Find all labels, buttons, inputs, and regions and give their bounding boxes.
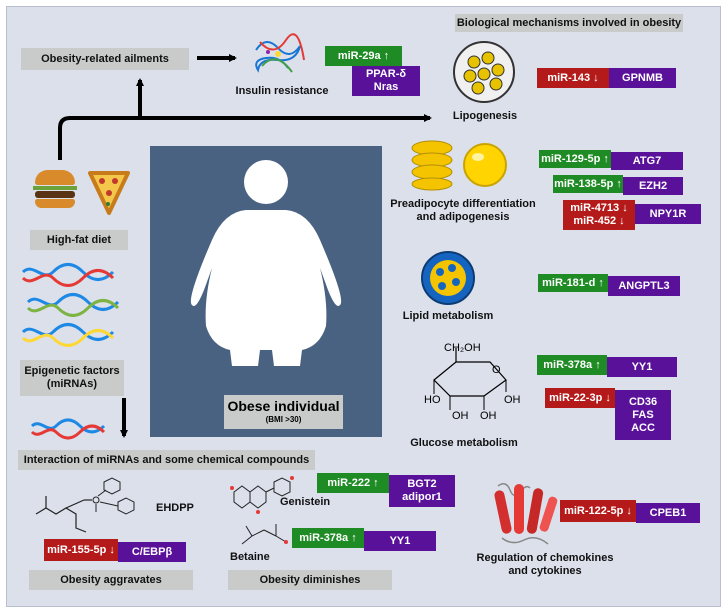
- mirna-29a: miR-29a ↑: [325, 46, 402, 66]
- insulin-label: Insulin resistance: [235, 85, 329, 97]
- diet-to-lipogenesis-arrow: [58, 114, 432, 160]
- target-cebpb: C/EBPβ: [118, 542, 186, 562]
- pizza-icon: [88, 171, 130, 215]
- burger-icon: [33, 170, 77, 210]
- target-ezh2: EZH2: [623, 177, 683, 195]
- target-ppar-nras: PPAR-δ Nras: [352, 66, 420, 96]
- epigenetic-label: Epigenetic factors (miRNAs): [20, 360, 124, 396]
- mirna-181-d: miR-181-d ↑: [538, 274, 608, 292]
- target-npy1r: NPY1R: [635, 204, 701, 224]
- target-bgt2-adipor1: BGT2 adipor1: [389, 475, 455, 507]
- mirna-129-5p: miR-129-5p ↑: [539, 150, 611, 168]
- glucose-oh-1: OH: [452, 410, 469, 422]
- mirna-138-5p: miR-138-5p ↑: [553, 175, 623, 193]
- ailments-label: Obesity-related ailments: [21, 48, 189, 70]
- effect-diminishes: Obesity diminishes: [228, 570, 392, 590]
- obese-person-icon: [190, 160, 342, 366]
- ehdpp-structure-icon: [35, 477, 135, 533]
- chemokines-label: Regulation of chemokines and cytokines: [476, 552, 614, 577]
- glucose-oh-2: OH: [480, 410, 497, 422]
- insulin-molecule-icon: [255, 33, 305, 73]
- obese-title: Obese individual: [227, 398, 340, 414]
- mirna-143: miR-143 ↓: [537, 68, 609, 88]
- target-cd36-fas-acc: CD36 FAS ACC: [615, 390, 671, 440]
- target-yy1-betaine: YY1: [364, 531, 436, 551]
- target-angptl3: ANGPTL3: [608, 276, 680, 296]
- ehdpp-name: EHDPP: [156, 502, 194, 514]
- genistein-name: Genistein: [280, 496, 331, 508]
- lipid-metabolism-icon: [421, 251, 475, 305]
- target-atg7: ATG7: [611, 152, 683, 170]
- diet-label: High-fat diet: [30, 230, 128, 250]
- lipogenesis-label: Lipogenesis: [452, 110, 518, 122]
- protein-structure-icon: [494, 483, 558, 545]
- glucose-label: Glucose metabolism: [410, 437, 518, 449]
- mirna-378a-betaine: miR-378a ↑: [292, 528, 364, 548]
- glucose-structure-icon: [433, 348, 507, 410]
- mirna-122-5p: miR-122-5p ↓: [560, 500, 636, 522]
- genistein-structure-icon: [230, 476, 294, 514]
- effect-aggravates: Obesity aggravates: [29, 570, 193, 590]
- mirna-22-3p: miR-22-3p ↓: [545, 388, 615, 408]
- interaction-label: Interaction of miRNAs and some chemical …: [18, 450, 315, 470]
- mirna-378a-glucose: miR-378a ↑: [537, 355, 607, 375]
- mechanisms-title: Biological mechanisms involved in obesit…: [455, 14, 683, 32]
- target-yy1-glucose: YY1: [607, 357, 677, 377]
- glucose-ho: HO: [424, 394, 441, 406]
- glucose-oh-3: OH: [504, 394, 521, 406]
- mirna-155-5p: miR-155-5p ↓: [44, 539, 118, 561]
- lipid-droplet-icon: [453, 41, 515, 103]
- betaine-name: Betaine: [230, 551, 270, 563]
- preadipocyte-label: Preadipocyte differentiation and adipoge…: [390, 198, 536, 223]
- mature-adipocyte-icon: [463, 143, 507, 187]
- mirna-4713-452: miR-4713 ↓ miR-452 ↓: [563, 200, 635, 230]
- small-helix-icon: [30, 418, 106, 440]
- mirna-222: miR-222 ↑: [317, 473, 389, 493]
- adipocyte-stack-icon: [411, 140, 453, 191]
- glucose-ch2oh: CH₂OH: [444, 342, 481, 354]
- obese-label-box: Obese individual (BMI >30): [224, 395, 343, 429]
- betaine-structure-icon: [241, 524, 288, 545]
- lipid-label: Lipid metabolism: [402, 310, 494, 322]
- target-gpnmb: GPNMB: [609, 68, 676, 88]
- mirna-helix-icon: [21, 263, 120, 347]
- obese-subtitle: (BMI >30): [265, 415, 302, 424]
- target-cpeb1: CPEB1: [636, 503, 700, 523]
- glucose-o: O: [492, 364, 501, 376]
